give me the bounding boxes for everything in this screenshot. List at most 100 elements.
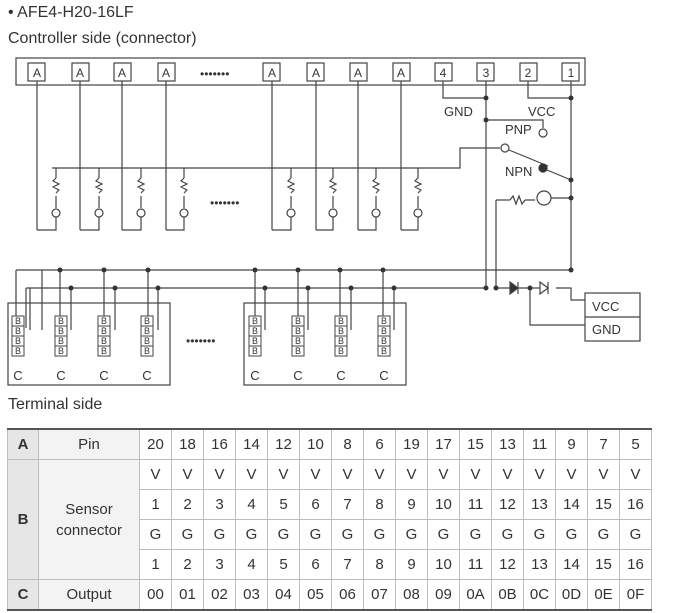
- sensor-label-line2: connector: [56, 521, 122, 539]
- pin-a-label-5: A: [268, 66, 276, 80]
- block-b-label: B: [252, 316, 258, 326]
- terminal-side-label: Terminal side: [8, 396, 103, 413]
- row-head-a: A: [7, 428, 39, 460]
- pin-cell: 19: [395, 428, 428, 460]
- terminal-block-3: [97, 315, 111, 357]
- pin-assignment-table: A Pin 20 18 16 14 12 10 8 6 19 17 15 13 …: [7, 428, 652, 611]
- npn-label: NPN: [505, 164, 532, 179]
- num-cell: 3: [203, 549, 236, 580]
- num-cell: 14: [555, 549, 588, 580]
- terminal-block-6: [291, 315, 305, 357]
- block-b-label: B: [381, 336, 387, 346]
- num-cell: 12: [491, 489, 524, 520]
- output-cell: 07: [363, 579, 396, 611]
- pin-cell: 7: [587, 428, 620, 460]
- block-b-label: B: [381, 326, 387, 336]
- num-cell: 4: [235, 549, 268, 580]
- g-cell: G: [459, 519, 492, 550]
- num-cell: 7: [331, 549, 364, 580]
- terminal-c-label: C: [13, 368, 22, 383]
- pin-cell: 20: [139, 428, 172, 460]
- lamp-ellipsis: •••••••: [210, 196, 239, 210]
- g-cell: G: [619, 519, 652, 550]
- table-row-pin: A Pin 20 18 16 14 12 10 8 6 19 17 15 13 …: [7, 428, 652, 460]
- output-cell: 0D: [555, 579, 588, 611]
- pin-cell: 5: [619, 428, 652, 460]
- vcc-label: VCC: [528, 104, 555, 119]
- g-cell: G: [235, 519, 268, 550]
- block-b-label: B: [58, 346, 64, 356]
- v-cell: V: [331, 459, 364, 490]
- num-cell: 5: [267, 549, 300, 580]
- pin-1-label: 1: [568, 66, 575, 80]
- block-b-label: B: [101, 346, 107, 356]
- block-b-label: B: [58, 316, 64, 326]
- v-cell: V: [203, 459, 236, 490]
- output-cell: 0C: [523, 579, 556, 611]
- output-cell: 00: [139, 579, 172, 611]
- v-cell: V: [459, 459, 492, 490]
- num-cell: 15: [587, 489, 620, 520]
- connector-ellipsis: •••••••: [200, 67, 229, 81]
- g-cell: G: [203, 519, 236, 550]
- pin-cell: 13: [491, 428, 524, 460]
- g-cell: G: [427, 519, 460, 550]
- block-b-label: B: [15, 316, 21, 326]
- pin-cell: 11: [523, 428, 556, 460]
- num-cell: 4: [235, 489, 268, 520]
- g-cell: G: [331, 519, 364, 550]
- block-b-label: B: [295, 326, 301, 336]
- block-b-label: B: [381, 346, 387, 356]
- num-cell: 10: [427, 489, 460, 520]
- row-head-b: B: [7, 459, 39, 580]
- block-b-label: B: [58, 336, 64, 346]
- v-cell: V: [363, 459, 396, 490]
- num-cell: 9: [395, 549, 428, 580]
- block-b-label: B: [15, 336, 21, 346]
- v-cell: V: [235, 459, 268, 490]
- terminal-block-1: [11, 315, 25, 357]
- pin-cell: 16: [203, 428, 236, 460]
- g-cell: G: [299, 519, 332, 550]
- g-cell: G: [491, 519, 524, 550]
- terminal-c-label: C: [379, 368, 388, 383]
- num-cell: 6: [299, 549, 332, 580]
- num-cell: 13: [523, 489, 556, 520]
- pin-4-label: 4: [440, 66, 447, 80]
- pin-a-label-3: A: [118, 66, 126, 80]
- controller-side-label: Controller side (connector): [8, 30, 197, 47]
- num-cell: 13: [523, 549, 556, 580]
- output-cell: 08: [395, 579, 428, 611]
- output-cell: 0F: [619, 579, 652, 611]
- block-b-label: B: [338, 346, 344, 356]
- wiring-diagram: A A A A A A A A 4 3 2 1 ••••••• ••••••• …: [7, 57, 641, 386]
- row-head-c: C: [7, 579, 39, 611]
- terminal-c-label: C: [293, 368, 302, 383]
- v-cell: V: [555, 459, 588, 490]
- connector-outline: [15, 57, 586, 86]
- terminal-block-7: [334, 315, 348, 357]
- v-cell: V: [587, 459, 620, 490]
- pnp-label: PNP: [505, 122, 532, 137]
- num-cell: 1: [139, 549, 172, 580]
- pin-cell: 18: [171, 428, 204, 460]
- power-vcc-label: VCC: [592, 299, 619, 314]
- pin-cell: 15: [459, 428, 492, 460]
- num-cell: 16: [619, 489, 652, 520]
- v-cell: V: [491, 459, 524, 490]
- v-cell: V: [299, 459, 332, 490]
- block-b-label: B: [15, 346, 21, 356]
- output-cell: 02: [203, 579, 236, 611]
- terminal-block-8: [377, 315, 391, 357]
- num-cell: 3: [203, 489, 236, 520]
- g-cell: G: [523, 519, 556, 550]
- pin-2-label: 2: [525, 66, 532, 80]
- num-cell: 16: [619, 549, 652, 580]
- v-cell: V: [427, 459, 460, 490]
- num-cell: 14: [555, 489, 588, 520]
- num-cell: 8: [363, 489, 396, 520]
- terminal-block-5: [248, 315, 262, 357]
- v-cell: V: [523, 459, 556, 490]
- block-b-label: B: [144, 346, 150, 356]
- pin-cell: 6: [363, 428, 396, 460]
